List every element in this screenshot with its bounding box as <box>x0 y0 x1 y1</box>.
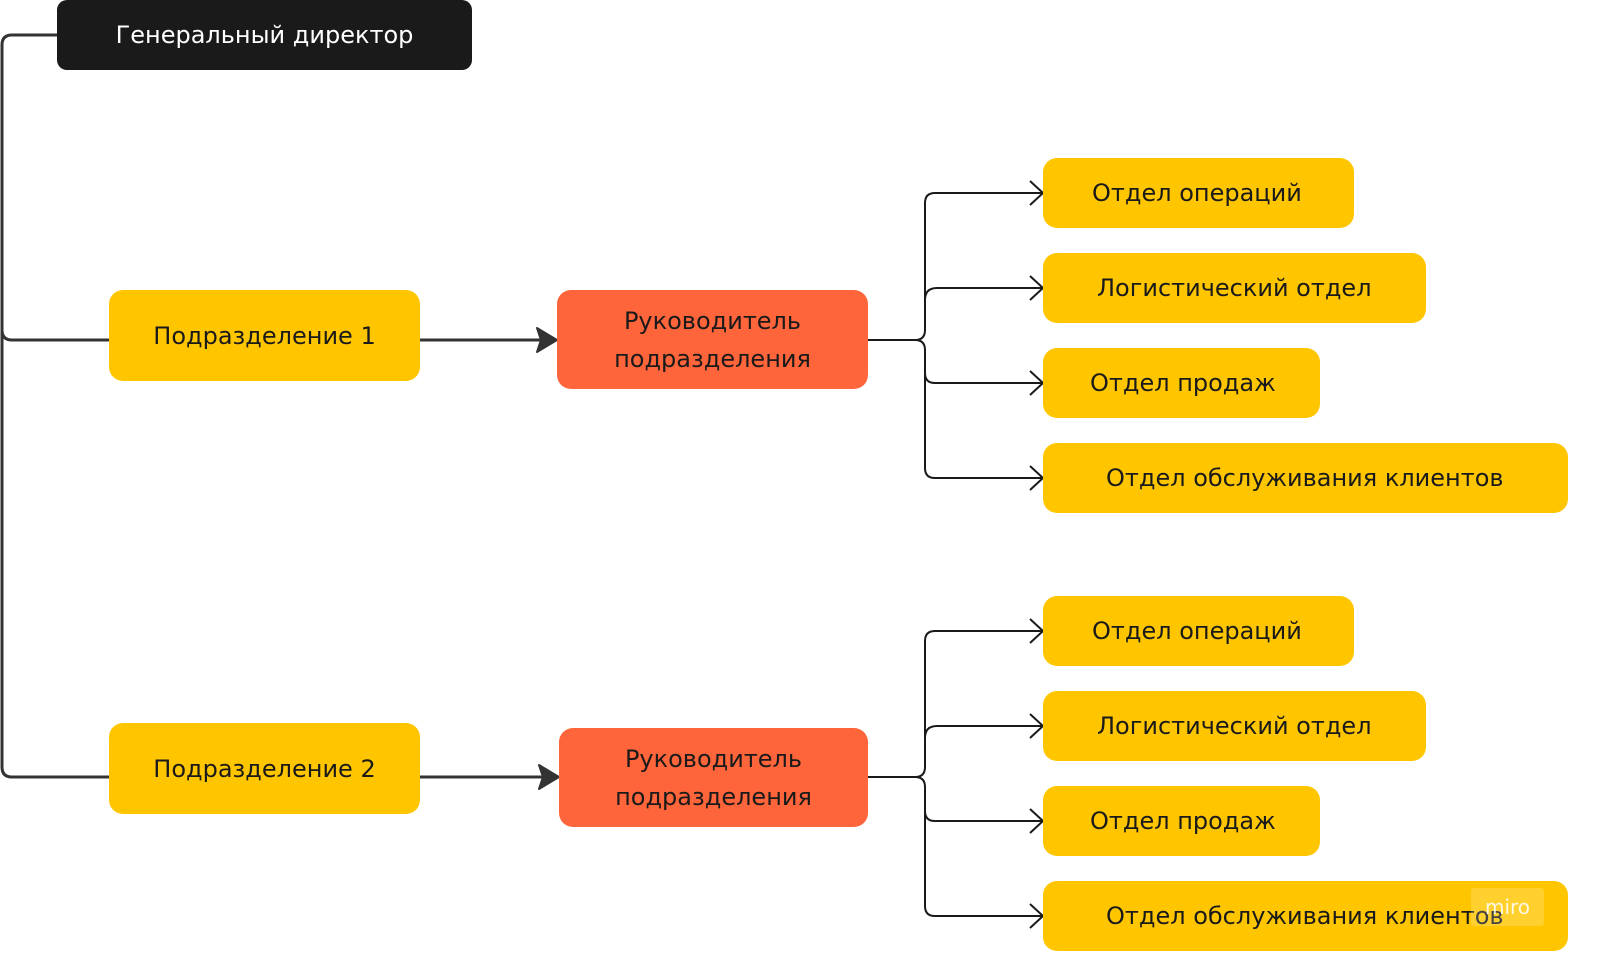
ceo-label: Генеральный директор <box>115 21 414 49</box>
branches-head-2 <box>868 618 1045 929</box>
department-label: Отдел операций <box>1092 179 1302 207</box>
department-label: Отдел продаж <box>1090 807 1276 835</box>
division-2-department-customer-service[interactable]: Отдел обслуживания клиентов <box>1043 881 1568 951</box>
division-2-head-node[interactable]: Руководитель подразделения <box>559 728 868 827</box>
branch-head-2-to-dept-4 <box>924 811 1043 917</box>
department-label: Отдел обслуживания клиентов <box>1106 464 1504 492</box>
department-label: Отдел операций <box>1092 617 1302 645</box>
department-label: Отдел продаж <box>1090 369 1276 397</box>
division-2-label: Подразделение 2 <box>153 754 376 783</box>
branch-head-2-to-dept-3 <box>914 776 1043 822</box>
branch-head-2-to-dept-2 <box>924 725 1043 739</box>
division-2-department-sales[interactable]: Отдел продаж <box>1043 786 1320 856</box>
division-1-head-node[interactable]: Руководитель подразделения <box>557 290 868 389</box>
connector-ceo-to-division-1 <box>0 33 109 342</box>
branches-head-1 <box>868 180 1045 491</box>
division-2-department-operations[interactable]: Отдел операций <box>1043 596 1354 666</box>
division-1-department-customer-service[interactable]: Отдел обслуживания клиентов <box>1043 443 1568 513</box>
watermark-label: miro <box>1484 895 1531 919</box>
ceo-node[interactable]: Генеральный директор <box>57 0 472 70</box>
division-1-node[interactable]: Подразделение 1 <box>109 290 420 381</box>
arrowhead-division-2 <box>538 764 560 790</box>
division-1-department-logistics[interactable]: Логистический отдел <box>1043 253 1426 323</box>
division-2-head-label: Руководитель подразделения <box>615 744 812 811</box>
branch-head-1-to-dept-1 <box>868 192 1043 341</box>
division-2-department-logistics[interactable]: Логистический отдел <box>1043 691 1426 761</box>
branch-head-1-to-dept-3 <box>914 339 1043 384</box>
division-1-department-operations[interactable]: Отдел операций <box>1043 158 1354 228</box>
department-label: Логистический отдел <box>1097 274 1372 302</box>
branch-head-1-to-dept-4 <box>924 373 1043 479</box>
branch-head-2-to-dept-1 <box>868 630 1043 778</box>
miro-watermark: miro <box>1471 888 1544 926</box>
division-1-head-label: Руководитель подразделения <box>614 306 811 373</box>
branch-head-1-to-dept-2 <box>924 287 1043 301</box>
department-label: Отдел обслуживания клиентов <box>1106 902 1504 930</box>
division-1-label: Подразделение 1 <box>153 321 376 350</box>
division-2-node[interactable]: Подразделение 2 <box>109 723 420 814</box>
department-label: Логистический отдел <box>1097 712 1372 740</box>
division-1-department-sales[interactable]: Отдел продаж <box>1043 348 1320 418</box>
arrowhead-division-1 <box>536 327 558 353</box>
connector-ceo-to-division-2 <box>0 330 109 779</box>
